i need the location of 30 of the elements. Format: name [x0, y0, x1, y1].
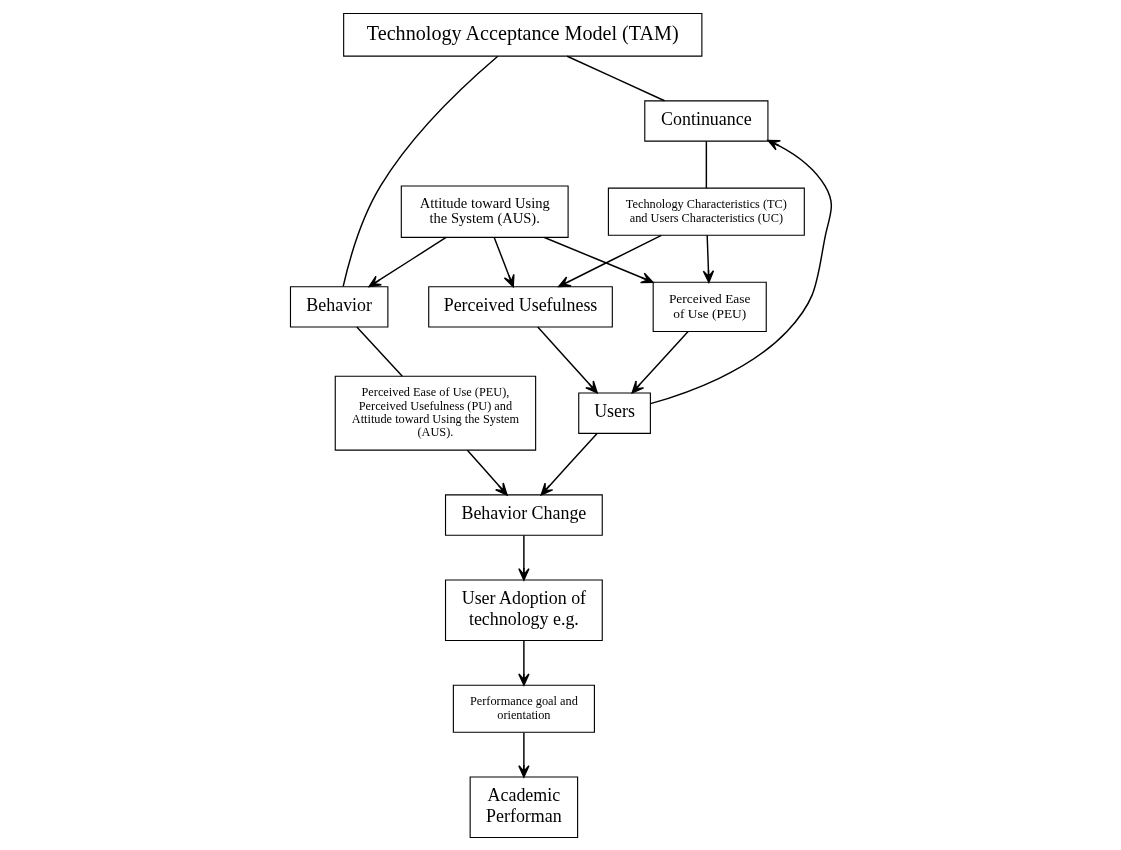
node-box: Attitude toward Using the System (AUS).: [400, 184, 569, 238]
node-box: Perceived Ease of Use (PEU), Perceived Usefulness (PU) and Attitude toward Using the System (AUS).: [334, 375, 536, 451]
arrow: [649, 139, 832, 404]
connector: [705, 140, 707, 189]
node-box: Behavior Change: [444, 493, 603, 536]
arrow: [536, 325, 598, 393]
node-box: Users: [577, 392, 651, 434]
arrow: [517, 534, 530, 581]
node-box: Perceived Ease of Use (PEU): [652, 281, 767, 332]
node-box: Perceived Usefulness: [427, 285, 613, 328]
node-box: Continuance: [643, 99, 768, 142]
node-box: Performance goal and orientation: [452, 684, 595, 733]
arrow: [517, 639, 530, 686]
arrow: [543, 236, 654, 283]
node-box: Technology Characteristics (TC) and Users Characteristics (UC): [607, 187, 805, 236]
arrow: [466, 449, 508, 496]
arrow: [493, 236, 515, 287]
arrow: [540, 432, 598, 495]
connector: [341, 55, 498, 287]
connector: [355, 325, 403, 377]
connector: [566, 55, 665, 101]
arrow: [702, 234, 714, 283]
arrow: [631, 330, 689, 393]
arrow: [367, 236, 447, 287]
arrow: [557, 234, 662, 287]
arrow: [517, 731, 530, 778]
node-box: Behavior: [289, 285, 388, 328]
node-box: User Adoption of technology e.g.: [444, 578, 603, 641]
node-box: Academic Performan: [469, 775, 578, 838]
node-box: Technology Acceptance Model (TAM): [342, 12, 702, 57]
